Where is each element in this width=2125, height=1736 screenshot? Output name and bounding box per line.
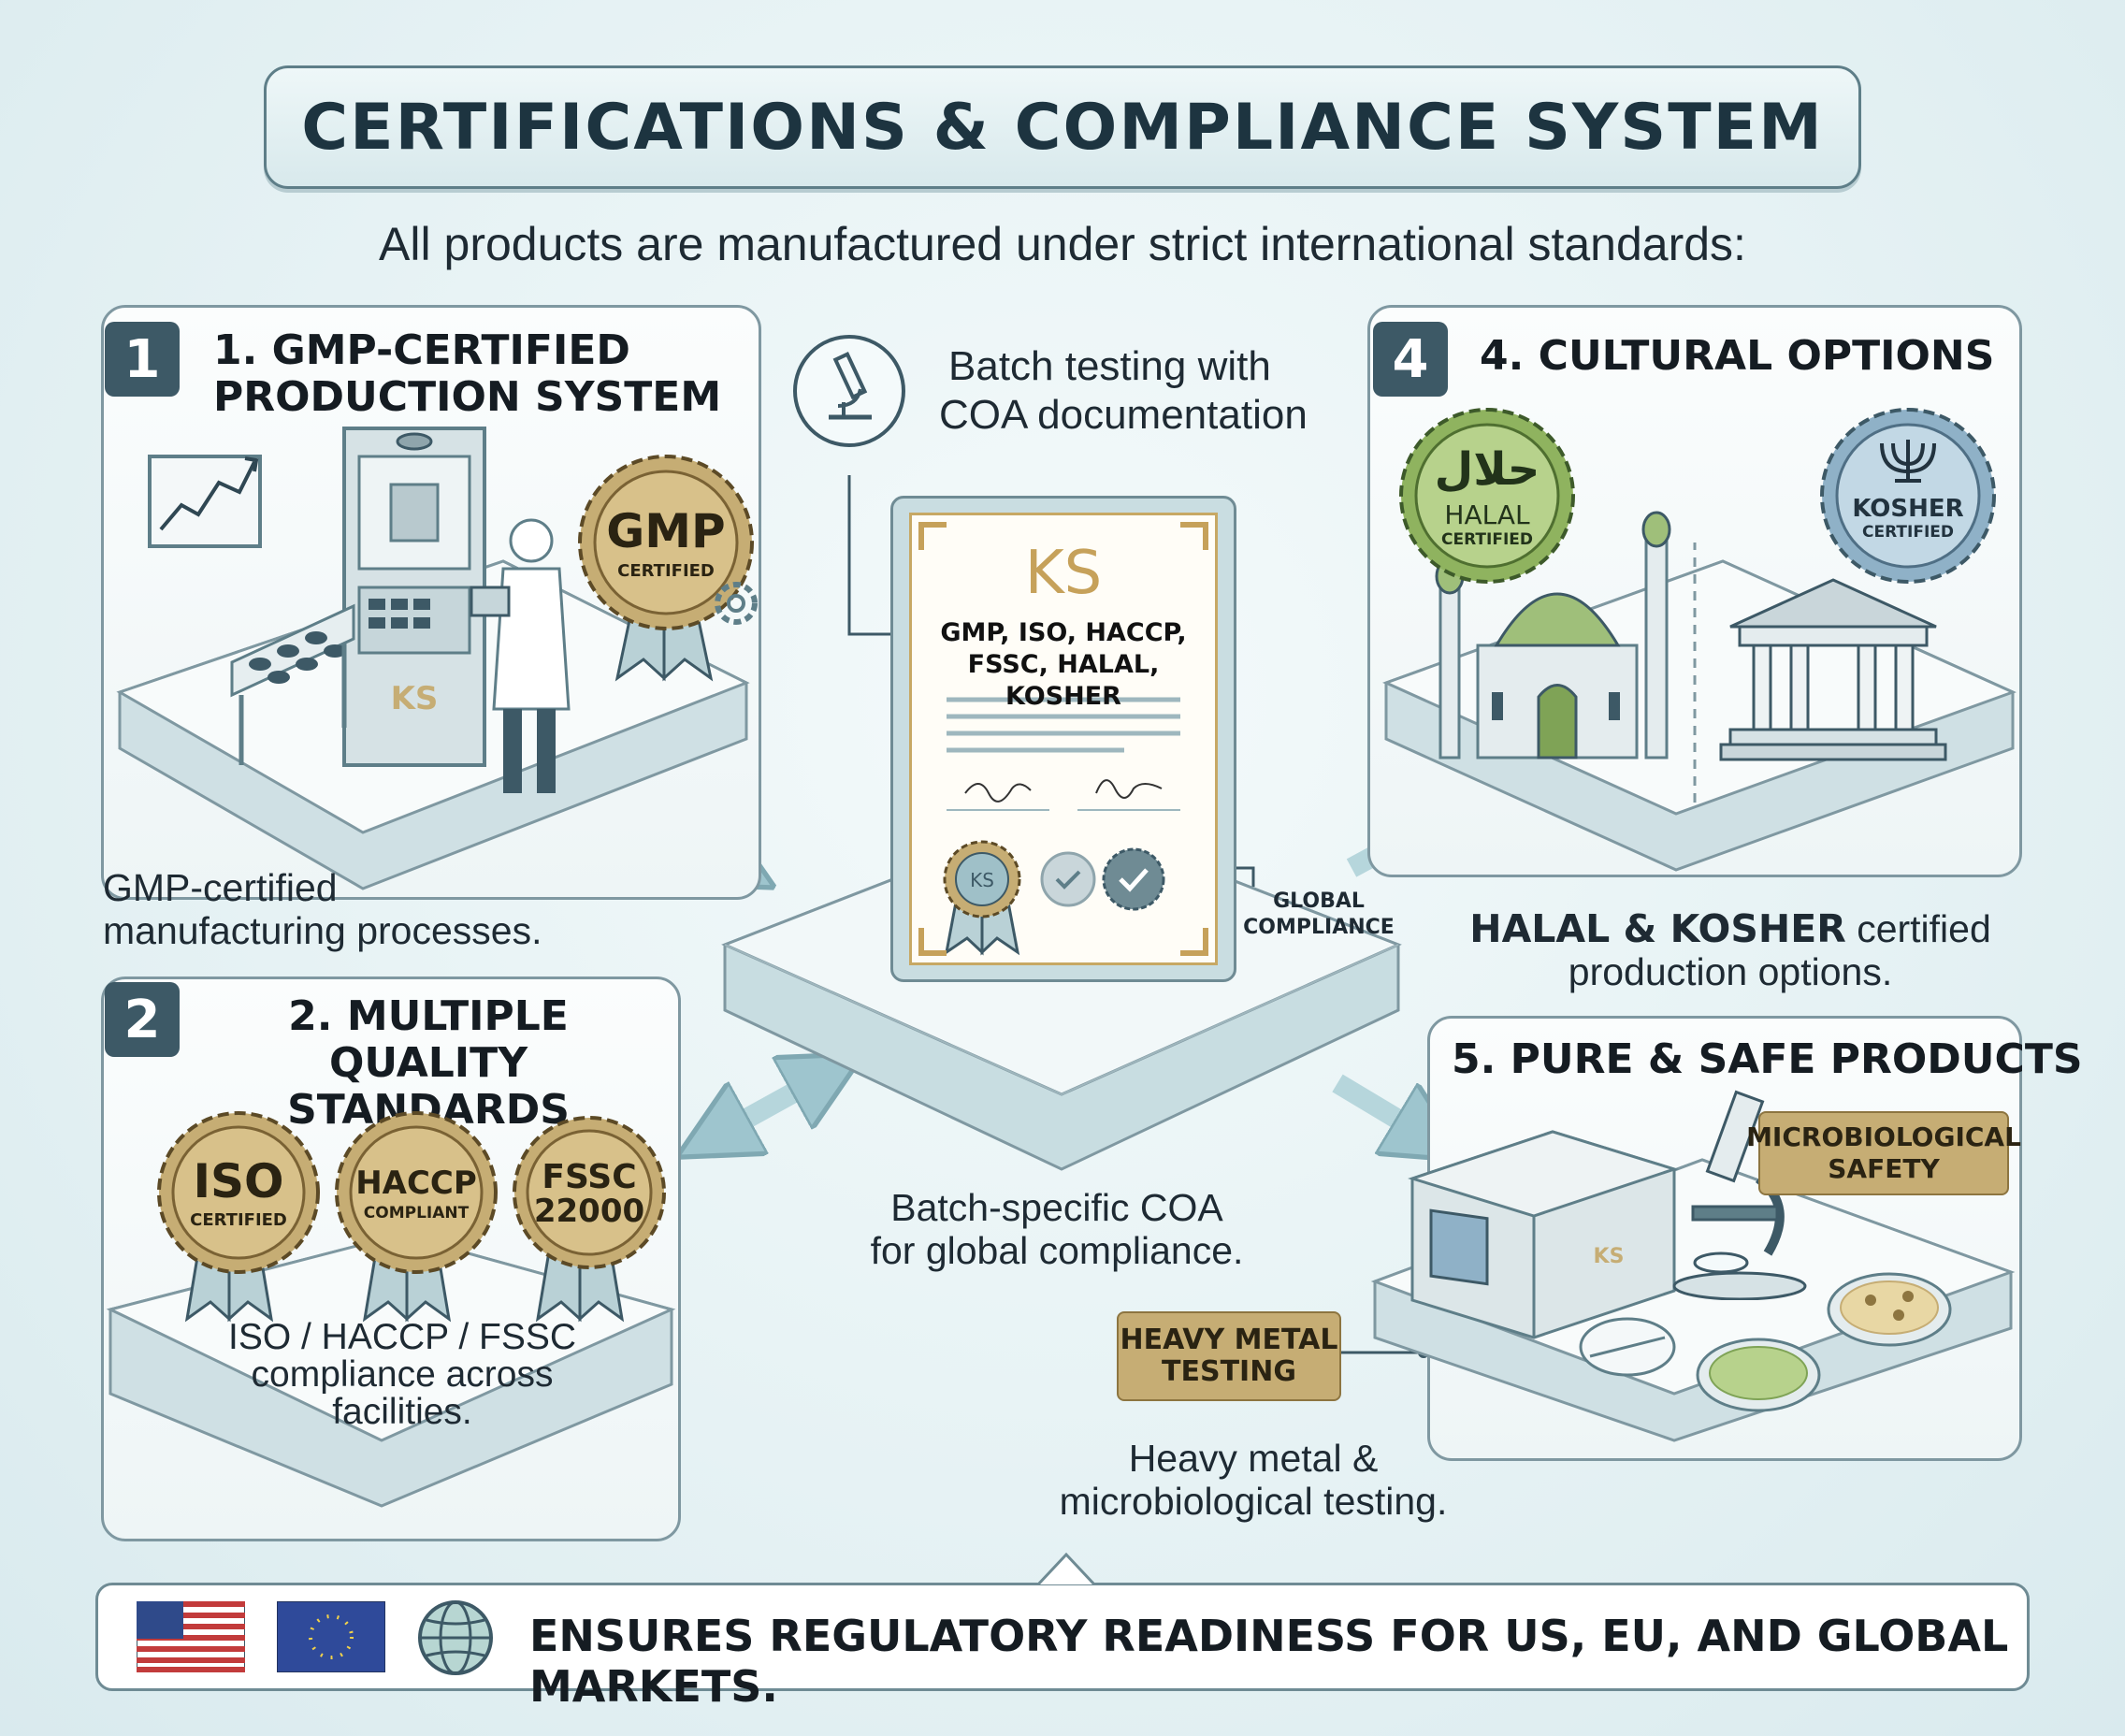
global-compliance-line1: GLOBAL: [1273, 890, 1365, 913]
globe-icon: [418, 1600, 493, 1675]
heavy-tag-line1: HEAVY METAL: [1120, 1324, 1338, 1356]
microscope-icon: [793, 335, 905, 447]
certificate-logo: KS: [1025, 539, 1103, 608]
chart-board-icon: [148, 455, 262, 548]
tablet-press-machine: KS: [230, 427, 571, 793]
gmp-heading: 1. GMP-CERTIFIED PRODUCTION SYSTEM: [213, 327, 721, 421]
cultural-caption: HALAL & KOSHER certified production opti…: [1459, 907, 2002, 993]
gmp-caption-line1: GMP-certified: [103, 866, 338, 909]
iso-badge: ISO CERTIFIED: [157, 1111, 320, 1323]
machine-logo: KS: [391, 680, 439, 717]
cultural-caption-bold: HALAL & KOSHER: [1469, 906, 1846, 951]
haccp-badge-sub: COMPLIANT: [364, 1204, 470, 1222]
footer-pointer: [1038, 1553, 1094, 1586]
kosher-badge-sub: CERTIFIED: [1862, 523, 1954, 542]
cultural-caption-line1: HALAL & KOSHER certified: [1459, 907, 2002, 950]
micro-tag-line2: SAFETY: [1828, 1153, 1940, 1184]
page-subtitle: All products are manufactured under stri…: [379, 218, 1746, 270]
haccp-badge-main: HACCP: [355, 1165, 477, 1202]
halal-arabic: حلال: [1435, 443, 1540, 496]
petri-dishes: [1579, 1272, 1952, 1412]
coa-label: Batch testing with COA documentation: [939, 342, 1308, 440]
cultural-heading: 4. CULTURAL OPTIONS: [1480, 332, 1995, 380]
section-number-4: 4: [1373, 322, 1448, 397]
certificate-standards: GMP, ISO, HACCP, FSSC, HALAL, KOSHER: [918, 617, 1208, 713]
gmp-caption-line2: manufacturing processes.: [103, 909, 542, 952]
iso-badge-sub: CERTIFIED: [190, 1210, 287, 1230]
fssc-badge-main: FSSC: [542, 1158, 636, 1196]
gmp-badge-main: GMP: [606, 504, 725, 558]
coa-caption-line2: for global compliance.: [870, 1229, 1244, 1272]
page-title: CERTIFICATIONS & COMPLIANCE SYSTEM: [301, 90, 1824, 165]
arrow-center-quality: [713, 1074, 828, 1137]
gmp-caption: GMP-certified manufacturing processes.: [103, 866, 542, 952]
kosher-badge-main: KOSHER: [1852, 495, 1963, 523]
pure-caption: Heavy metal & microbiological testing.: [991, 1437, 1515, 1523]
quality-caption-line2: compliance across: [251, 1354, 554, 1395]
cert-standards-line1: GMP, ISO, HACCP,: [940, 618, 1187, 647]
microscope-illustration: [1672, 1090, 1807, 1300]
quality-caption-line3: facilities.: [332, 1392, 472, 1432]
iso-badge-main: ISO: [193, 1154, 283, 1208]
coa-caption-line1: Batch-specific COA: [890, 1186, 1223, 1229]
cultural-caption-line2: production options.: [1568, 950, 1893, 993]
gear-icon: [715, 582, 758, 625]
gmp-heading-line1: 1. GMP-CERTIFIED: [213, 326, 630, 374]
lab-analyzer: KS: [1408, 1130, 1679, 1339]
arrow-center-to-pure: [1332, 1074, 1431, 1139]
pure-caption-line2: microbiological testing.: [1059, 1480, 1448, 1523]
certificate-content: KS KS: [918, 522, 1208, 956]
quality-caption: ISO / HACCP / FSSC compliance across fac…: [187, 1319, 617, 1431]
global-compliance-label: GLOBAL COMPLIANCE: [1235, 889, 1403, 941]
gmp-badge-sub: CERTIFIED: [617, 561, 715, 581]
micro-tag-line1: MICROBIOLOGICAL: [1746, 1121, 2021, 1152]
gmp-badge: GMP CERTIFIED: [578, 455, 754, 682]
quality-heading-line1: 2. MULTIPLE QUALITY: [288, 992, 569, 1087]
quality-caption-line1: ISO / HACCP / FSSC: [227, 1317, 577, 1357]
heavy-tag-line2: TESTING: [1162, 1355, 1296, 1388]
temple-illustration: [1719, 578, 1947, 761]
haccp-badge: HACCP COMPLIANT: [335, 1111, 498, 1323]
section-number-2: 2: [105, 982, 180, 1057]
gmp-heading-line2: PRODUCTION SYSTEM: [213, 373, 722, 421]
cert-standards-line2: FSSC, HALAL, KOSHER: [967, 650, 1160, 711]
title-banner: CERTIFICATIONS & COMPLIANCE SYSTEM: [264, 65, 1861, 189]
fssc-badge-sub: 22000: [534, 1193, 644, 1230]
heavy-metal-testing-tag: HEAVY METAL TESTING: [1117, 1311, 1341, 1401]
global-compliance-line2: COMPLIANCE: [1243, 916, 1395, 939]
quality-badges: ISO CERTIFIED HACCP COMPLIANT FSSC 22000: [157, 1111, 666, 1323]
section-number-1: 1: [105, 322, 180, 397]
cultural-caption-rest: certified: [1845, 907, 1991, 950]
kosher-badge: KOSHER CERTIFIED: [1820, 408, 1996, 584]
footer-text: ENSURES REGULATORY READINESS FOR US, EU,…: [529, 1611, 2009, 1712]
eu-flag-icon: [277, 1601, 385, 1672]
footer-banner: [95, 1583, 2030, 1691]
halal-badge-sub: CERTIFIED: [1441, 530, 1533, 549]
coa-label-line2: COA documentation: [939, 392, 1308, 438]
fssc-badge: FSSC 22000: [513, 1116, 666, 1323]
halal-badge-main: HALAL: [1444, 499, 1530, 530]
pure-caption-line1: Heavy metal &: [1128, 1437, 1379, 1480]
coa-label-line1: Batch testing with: [948, 343, 1271, 389]
mosque-illustration: [1435, 511, 1671, 760]
microbiological-safety-tag: MICROBIOLOGICAL SAFETY: [1746, 1111, 2021, 1195]
coa-caption: Batch-specific COA for global compliance…: [832, 1186, 1281, 1272]
menorah-icon: [1880, 440, 1936, 483]
pure-heading: 5. PURE & SAFE PRODUCTS: [1452, 1035, 2083, 1083]
us-flag-icon: [137, 1601, 245, 1672]
svg-text:KS: KS: [1594, 1245, 1625, 1268]
halal-badge: حلال HALAL CERTIFIED: [1399, 408, 1575, 584]
certificate-seal: KS: [970, 869, 994, 891]
